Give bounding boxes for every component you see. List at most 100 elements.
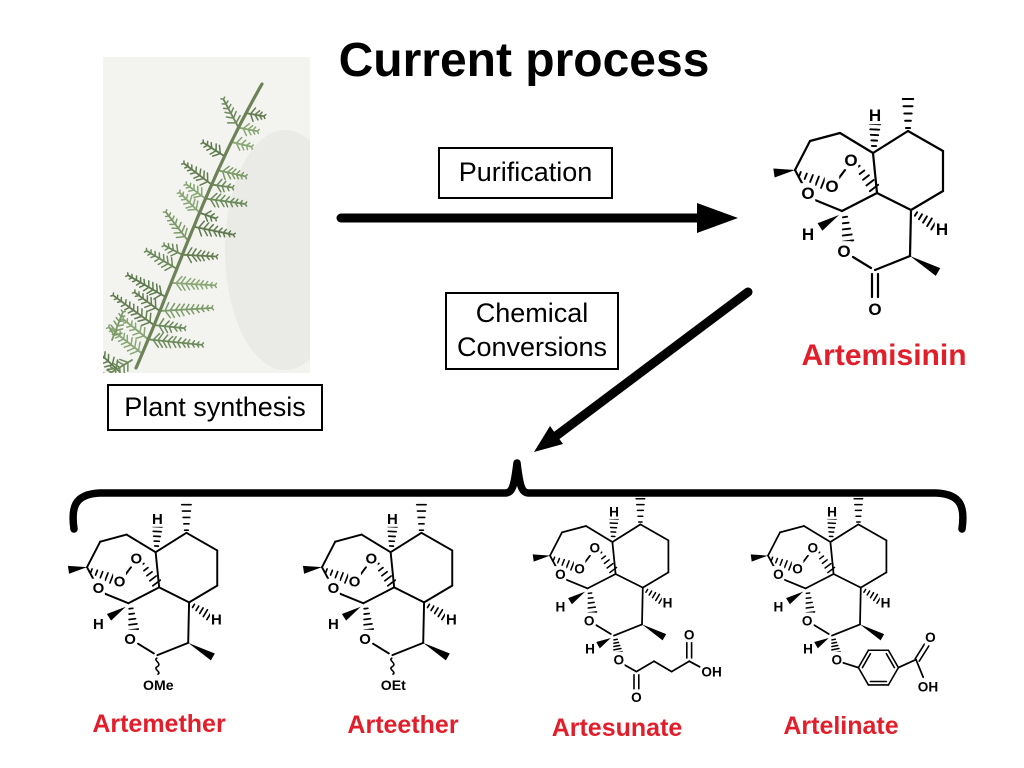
bond-line	[885, 652, 896, 669]
atom-label-O: O	[614, 652, 625, 667]
plant-stroke	[165, 208, 168, 213]
plant-stroke	[232, 233, 236, 238]
bond-line	[875, 191, 913, 212]
bond-line	[128, 612, 136, 615]
plant-stroke	[110, 324, 117, 332]
plant-stroke	[204, 284, 208, 290]
plant-stroke	[157, 332, 164, 342]
plant-stroke	[116, 360, 125, 366]
bond-line	[430, 605, 435, 612]
atom-label-H: H	[328, 616, 339, 633]
plant-stroke	[198, 211, 217, 220]
plant-stroke	[210, 307, 215, 311]
plant-stroke	[103, 360, 110, 365]
bond-line	[125, 533, 157, 554]
bond-line	[821, 559, 828, 565]
bond-line	[386, 579, 397, 587]
plant-stroke	[186, 247, 193, 256]
bond-line	[423, 584, 454, 604]
bond-line	[613, 638, 619, 641]
plant-stroke	[150, 296, 153, 306]
plant-stroke	[239, 202, 243, 207]
plant-stroke	[200, 255, 205, 262]
atom-label-H: H	[446, 611, 457, 628]
plant-stroke	[177, 221, 182, 230]
plant-stroke	[205, 255, 210, 261]
purification-arrow	[336, 203, 738, 233]
wedge-bond	[786, 591, 804, 605]
bond-line	[831, 647, 840, 651]
plant-stroke	[231, 168, 237, 175]
plant-stroke	[219, 199, 225, 208]
bond-line	[565, 560, 570, 569]
plant-stroke	[244, 175, 248, 180]
plant-stroke	[231, 186, 235, 191]
plant-stroke	[168, 212, 172, 217]
plant-stroke	[166, 255, 169, 265]
plant-stroke	[113, 363, 121, 369]
plant-stroke	[111, 356, 115, 366]
bond-line	[829, 523, 860, 543]
label-mask	[791, 560, 804, 576]
bond-line	[149, 575, 157, 582]
label-mask	[836, 241, 852, 261]
bond-line	[653, 660, 673, 673]
plant-stroke	[140, 300, 149, 305]
plant-stroke	[216, 184, 222, 193]
bond-line	[922, 215, 928, 224]
plant-stroke	[205, 307, 210, 312]
bond-line	[859, 586, 862, 626]
purification-box: Purification	[438, 147, 613, 199]
bond-line	[565, 578, 589, 590]
atom-label-O: O	[844, 151, 857, 170]
plant-stroke	[164, 309, 172, 319]
atom-label-H: H	[869, 106, 881, 125]
plant-stroke	[180, 198, 188, 201]
plant-stroke	[185, 193, 189, 201]
plant-stroke	[129, 328, 137, 332]
bond-line	[803, 525, 832, 543]
bond-line	[851, 255, 873, 270]
bond-line	[187, 601, 191, 644]
bond-line	[587, 606, 597, 609]
label-mask	[327, 614, 340, 632]
plant-stroke	[154, 257, 161, 263]
bond-line	[158, 586, 191, 604]
atom-label-O: O	[328, 580, 340, 597]
bond-line	[389, 531, 423, 554]
derivative-label-artesunate: Artesunate	[551, 714, 683, 742]
plant-stroke	[254, 113, 259, 121]
plant-stroke	[189, 278, 196, 285]
atom-label-O: O	[349, 574, 361, 591]
atom-label-H: H	[773, 600, 783, 615]
bond-line	[613, 641, 620, 644]
plant-stroke	[175, 275, 183, 284]
label-mask	[802, 640, 814, 656]
plant-stroke	[225, 116, 235, 119]
atom-label-O: O	[832, 652, 843, 667]
bond-line	[908, 208, 913, 258]
wedge-bond	[532, 554, 550, 562]
plant-stroke	[235, 136, 243, 144]
plant-stroke	[195, 177, 205, 181]
atom-label-H: H	[211, 611, 222, 628]
atom-label-O: O	[801, 184, 814, 203]
plant-stroke	[181, 342, 186, 348]
bond-line	[561, 525, 587, 534]
plant-stroke	[170, 257, 174, 267]
plant-stroke	[141, 321, 151, 327]
plant-stroke	[209, 149, 217, 155]
plant-stroke	[97, 347, 98, 351]
label-mask	[386, 510, 399, 527]
plant-stroke	[118, 320, 125, 323]
atom-label-OH: OH	[701, 664, 721, 679]
plant-stroke	[242, 127, 248, 137]
plant-stroke	[124, 306, 131, 311]
plant-stroke	[231, 172, 236, 180]
bond-line	[857, 523, 888, 542]
plant-stroke	[169, 309, 176, 319]
derivative-label-artelinate: Artelinate	[783, 712, 899, 740]
plant-stroke	[226, 186, 230, 192]
atom-label-OMe: OMe	[143, 677, 174, 693]
